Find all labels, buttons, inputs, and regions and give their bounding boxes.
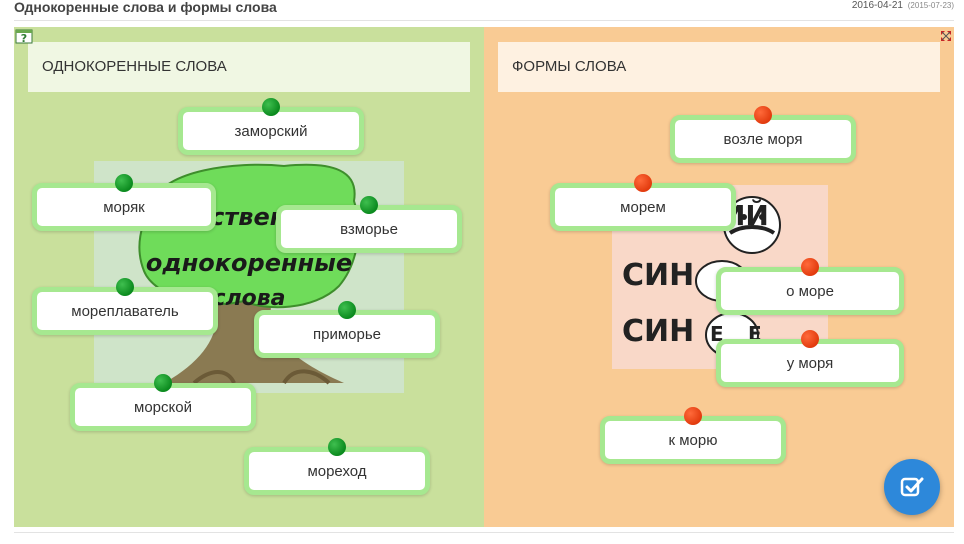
chip-label: у моря	[786, 354, 834, 372]
panel-title-cognates: ОДНОКОРЕННЫЕ СЛОВА	[28, 42, 470, 92]
correct-indicator	[328, 438, 346, 456]
check-answers-button[interactable]	[884, 459, 940, 515]
check-icon	[900, 477, 924, 497]
incorrect-indicator	[801, 258, 819, 276]
correct-indicator	[115, 174, 133, 192]
date-sub: (2015-07-23)	[907, 1, 954, 10]
chip-label: заморский	[234, 122, 308, 140]
chip-label: мореплаватель	[71, 302, 179, 320]
chip-label: о море	[786, 282, 834, 300]
incorrect-indicator	[754, 106, 772, 124]
svg-text:?: ?	[21, 32, 27, 45]
tree-word-2: однокоренные	[146, 249, 352, 277]
chip-u-morya[interactable]: у моря	[716, 330, 904, 387]
chip-vzmorye[interactable]: взморье	[276, 196, 462, 253]
incorrect-indicator	[634, 174, 652, 192]
chip-vozle-morya[interactable]: возле моря	[670, 106, 856, 163]
correct-indicator	[154, 374, 172, 392]
page-title: Однокоренные слова и формы слова	[14, 0, 277, 15]
footer-divider	[14, 532, 954, 533]
date-main: 2016-04-21	[851, 0, 903, 11]
chip-label: взморье	[340, 220, 398, 238]
chip-o-more[interactable]: о море	[716, 258, 904, 315]
chip-label: к морю	[668, 431, 718, 449]
chip-morekhod[interactable]: мореход	[244, 438, 430, 495]
incorrect-indicator	[801, 330, 819, 348]
help-icon[interactable]: ?	[15, 29, 33, 45]
chip-label: приморье	[313, 325, 381, 343]
chip-primorye[interactable]: приморье	[254, 301, 440, 358]
date-stamp: 2016-04-21 (2015-07-23)	[852, 0, 954, 11]
tree-word-3: слова	[212, 286, 285, 311]
chip-label: возле моря	[723, 130, 803, 148]
panel-title-word-forms: ФОРМЫ СЛОВА	[498, 42, 940, 92]
header-divider	[14, 20, 954, 21]
chip-moryak[interactable]: моряк	[32, 174, 216, 231]
correct-indicator	[262, 98, 280, 116]
incorrect-indicator	[684, 407, 702, 425]
correct-indicator	[116, 278, 134, 296]
chip-label: морской	[134, 398, 192, 416]
forms-word-3: СИН	[622, 314, 694, 349]
correct-indicator	[360, 196, 378, 214]
chip-morem[interactable]: морем	[550, 174, 736, 231]
chip-morskoy[interactable]: морской	[70, 374, 256, 431]
chip-moreplavatel[interactable]: мореплаватель	[32, 278, 218, 335]
chip-label: мореход	[307, 462, 367, 480]
forms-word-2: СИН	[622, 258, 694, 293]
chip-label: моряк	[103, 198, 145, 216]
exercise-stage: ОДНОКОРЕННЫЕ СЛОВА ФОРМЫ СЛОВА ? родстве…	[14, 27, 954, 527]
chip-zamorskiy[interactable]: заморский	[178, 98, 364, 155]
chip-label: морем	[620, 198, 666, 216]
correct-indicator	[338, 301, 356, 319]
fullscreen-icon[interactable]	[940, 30, 952, 42]
chip-k-moryu[interactable]: к морю	[600, 407, 786, 464]
